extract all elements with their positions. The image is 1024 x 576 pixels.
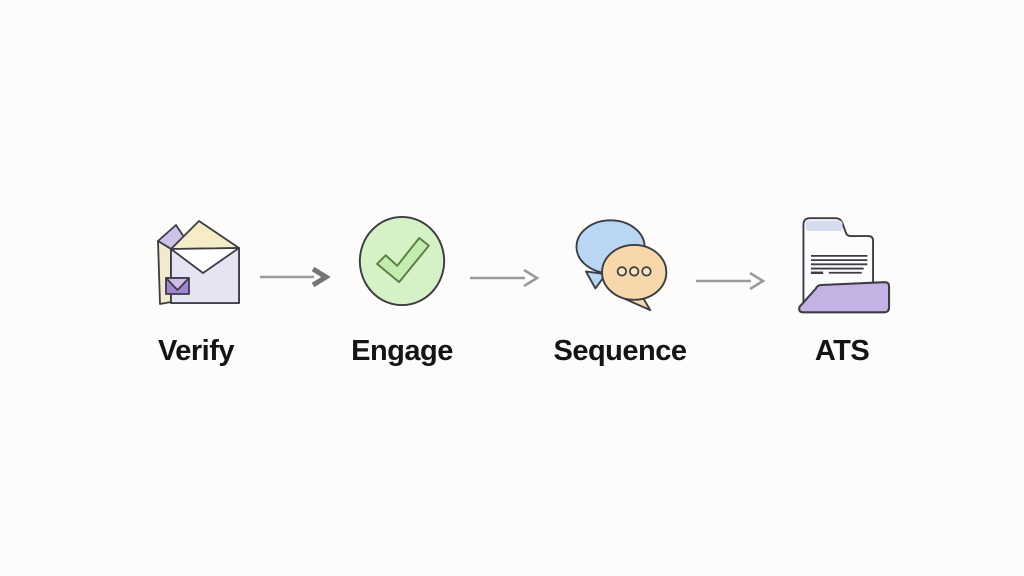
right-arrow-icon	[470, 268, 540, 288]
right-arrow-icon	[696, 271, 766, 291]
document-folder-icon	[798, 216, 891, 313]
chat-bubbles-icon	[575, 219, 668, 312]
flow-step-verify: Verify	[116, 205, 276, 368]
verify-icon-box	[146, 205, 246, 317]
step-label-engage: Engage	[351, 335, 453, 367]
sequence-icon-box	[567, 205, 673, 317]
ats-icon-box	[792, 205, 892, 317]
right-arrow-icon	[260, 266, 331, 288]
step-label-ats: ATS	[814, 335, 870, 367]
check-circle-icon	[358, 215, 446, 307]
engage-icon-box	[356, 205, 448, 317]
open-envelope-icon	[157, 220, 240, 305]
flow-step-sequence: Sequence	[540, 205, 700, 368]
flow-step-ats: ATS	[762, 205, 922, 368]
flow-step-engage: Engage	[322, 205, 482, 368]
step-label-verify: Verify	[158, 335, 235, 367]
step-label-sequence: Sequence	[553, 335, 688, 367]
